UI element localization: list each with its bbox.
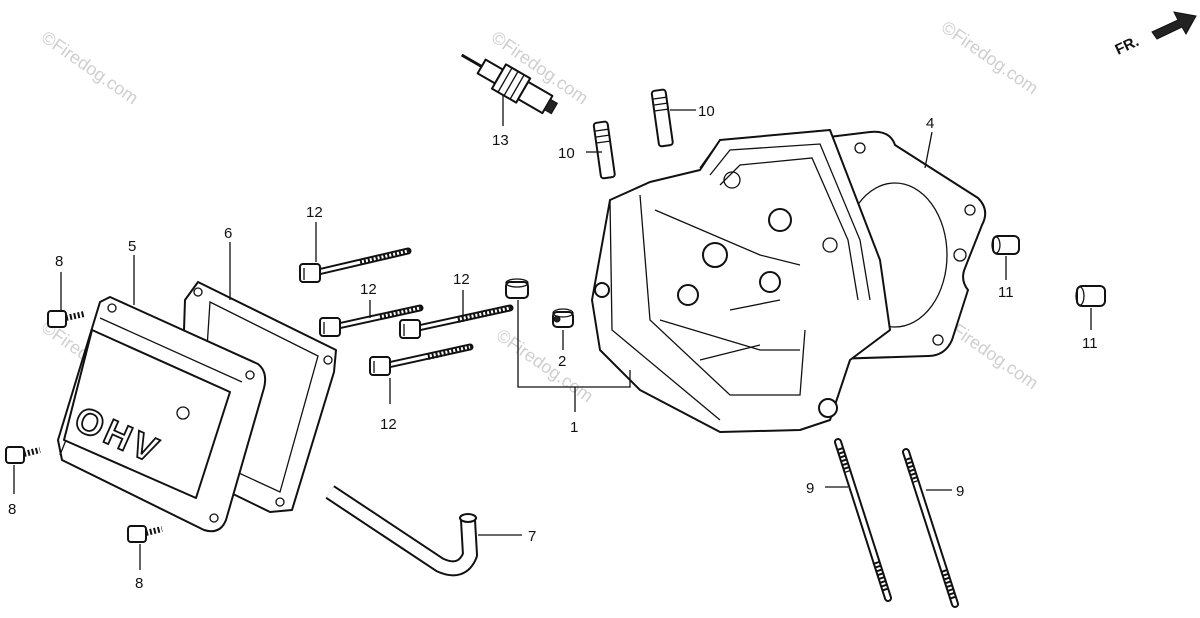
- callout-12: 12: [453, 271, 470, 288]
- dowel-sleeve: [505, 278, 529, 299]
- callout-10: 10: [698, 103, 715, 120]
- callout-8: 8: [135, 575, 143, 592]
- callout-11: 11: [1082, 335, 1098, 352]
- cover-bolt: [5, 446, 41, 464]
- arrow-icon: [1151, 11, 1197, 40]
- callout-12: 12: [380, 416, 397, 433]
- callout-13: 13: [492, 132, 509, 149]
- cover-bolt: [47, 310, 85, 328]
- callout-8: 8: [8, 501, 16, 518]
- dowel-sleeve: [991, 235, 1020, 255]
- stud-bolt: [902, 448, 959, 608]
- flange-bolt: [299, 247, 412, 283]
- callout-1: 1: [570, 419, 578, 436]
- callout-4: 4: [926, 115, 934, 132]
- front-direction-label: FR.: [1113, 33, 1142, 59]
- watermark: ©Firedog.com: [38, 27, 142, 108]
- front-direction-indicator: FR.: [1113, 11, 1197, 59]
- callout-2: 2: [558, 353, 566, 370]
- dowel-sleeve: [1075, 285, 1106, 307]
- flange-bolt: [369, 343, 474, 376]
- callout-5: 5: [128, 238, 136, 255]
- watermark: ©Firedog.com: [493, 325, 597, 406]
- stud-bolt: [834, 438, 892, 602]
- breather-tube: [325, 485, 478, 577]
- callout-7: 7: [528, 528, 536, 545]
- callout-6: 6: [224, 225, 232, 242]
- cylinder-head: [591, 129, 891, 433]
- watermark: ©Firedog.com: [938, 17, 1042, 98]
- leader-line: [517, 300, 631, 388]
- callout-9: 9: [806, 480, 814, 497]
- spark-plug: [460, 53, 559, 115]
- valve-cover: OHV: [57, 296, 267, 533]
- dowel-sleeve: [552, 308, 574, 328]
- callout-12: 12: [360, 281, 377, 298]
- dowel-pin: [592, 120, 616, 180]
- flange-bolt: [319, 304, 424, 337]
- callout-12: 12: [306, 204, 323, 221]
- cover-bolt: [127, 525, 163, 543]
- callout-11: 11: [998, 284, 1014, 301]
- callout-10: 10: [558, 145, 575, 162]
- dowel-pin: [650, 88, 674, 148]
- leader-line: [924, 131, 933, 169]
- callout-9: 9: [956, 483, 964, 500]
- callout-8: 8: [55, 253, 63, 270]
- flange-bolt: [399, 304, 514, 339]
